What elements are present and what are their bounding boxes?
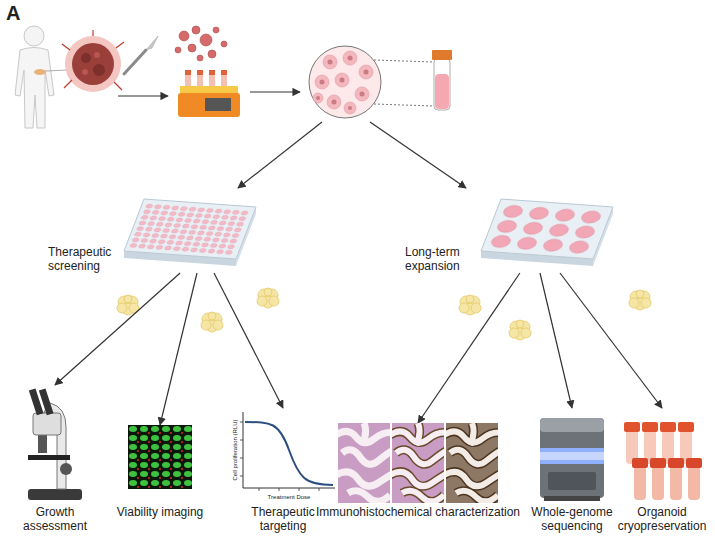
tumor-illustration (62, 30, 124, 92)
cell-cluster (175, 26, 227, 61)
organoid-blob (117, 288, 651, 340)
dose-response-chart (229, 408, 337, 503)
culture-plate-node: Long-term expansion (405, 193, 617, 273)
axis-title: Cell proliferation (RLU) (232, 419, 239, 480)
readout-node: Immunohistochemical characterization (307, 423, 529, 519)
scalpel-icon (124, 36, 158, 74)
plate-label: Long-term expansion (405, 245, 477, 273)
culture-plate-node: Therapeutic screening (48, 193, 260, 273)
flow-arrow (418, 273, 520, 423)
well-plate-96 (120, 193, 260, 273)
ihc-panels (338, 423, 498, 503)
microscope-icon (20, 385, 90, 503)
flow-arrow (560, 273, 662, 408)
viability-image (128, 425, 192, 503)
sequencer-icon (536, 408, 608, 503)
plate-label: Therapeutic screening (48, 245, 120, 273)
flow-arrow (55, 273, 180, 385)
readout-caption: Whole-genome sequencing (530, 505, 614, 533)
readout-node: Viability imaging (108, 425, 212, 519)
readout-node: Whole-genome sequencing (530, 408, 614, 533)
readout-node: Growth assessment (13, 385, 97, 533)
panel-letter: A (6, 2, 20, 24)
culture-magnified (309, 46, 452, 118)
shaker-device (178, 70, 240, 117)
readout-node: Organoid cryopreservation (614, 408, 710, 533)
flow-arrow (160, 273, 197, 425)
cryovial-icons (622, 408, 702, 503)
patient-figure (15, 26, 68, 128)
well-plate-12 (477, 193, 617, 273)
flow-arrow (214, 273, 283, 408)
readout-caption: Viability imaging (108, 505, 212, 519)
readout-caption: Growth assessment (13, 505, 97, 533)
readout-caption: Immunohistochemical characterization (307, 505, 529, 519)
readout-caption: Organoid cryopreservation (614, 505, 710, 533)
flow-arrow (540, 273, 572, 408)
axis-title: Treatment Dose (268, 494, 311, 501)
